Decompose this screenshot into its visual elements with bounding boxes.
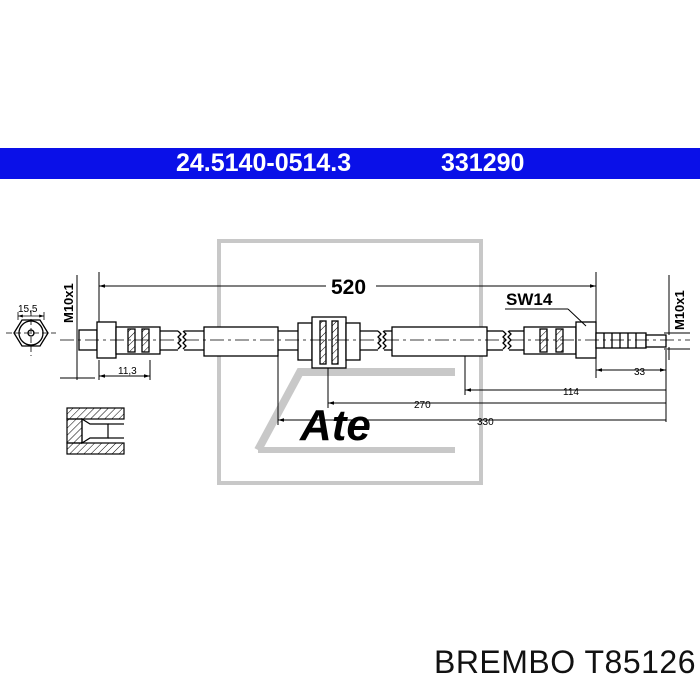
overall-length-bg <box>326 275 376 295</box>
dim-33-label: 33 <box>634 367 646 378</box>
part-number: 24.5140-0514.3 <box>176 149 352 177</box>
dim-270-label: 270 <box>414 400 431 411</box>
thread-left-label: M10x1 <box>61 283 76 323</box>
svg-text:Ate: Ate <box>299 401 371 450</box>
part-number-band: 24.5140-0514.3 331290 <box>0 148 700 179</box>
wrench-size-label: SW14 <box>506 290 553 309</box>
brand-part-label: BREMBO T85126 <box>433 644 696 680</box>
dim-330-label: 330 <box>477 417 494 428</box>
fitting-width-label: 15,5 <box>18 304 38 315</box>
thread-right-label: M10x1 <box>672 290 687 330</box>
dim-114-label: 114 <box>563 387 579 398</box>
reference-number: 331290 <box>441 149 525 177</box>
overall-length-label: 520 <box>331 276 366 299</box>
brake-hose-body <box>60 316 690 369</box>
fitting-section-view <box>66 407 125 455</box>
fitting-length-label: 11,3 <box>118 366 137 377</box>
ate-logo-watermark: Ate <box>217 239 483 485</box>
fitting-end-view <box>6 310 56 356</box>
